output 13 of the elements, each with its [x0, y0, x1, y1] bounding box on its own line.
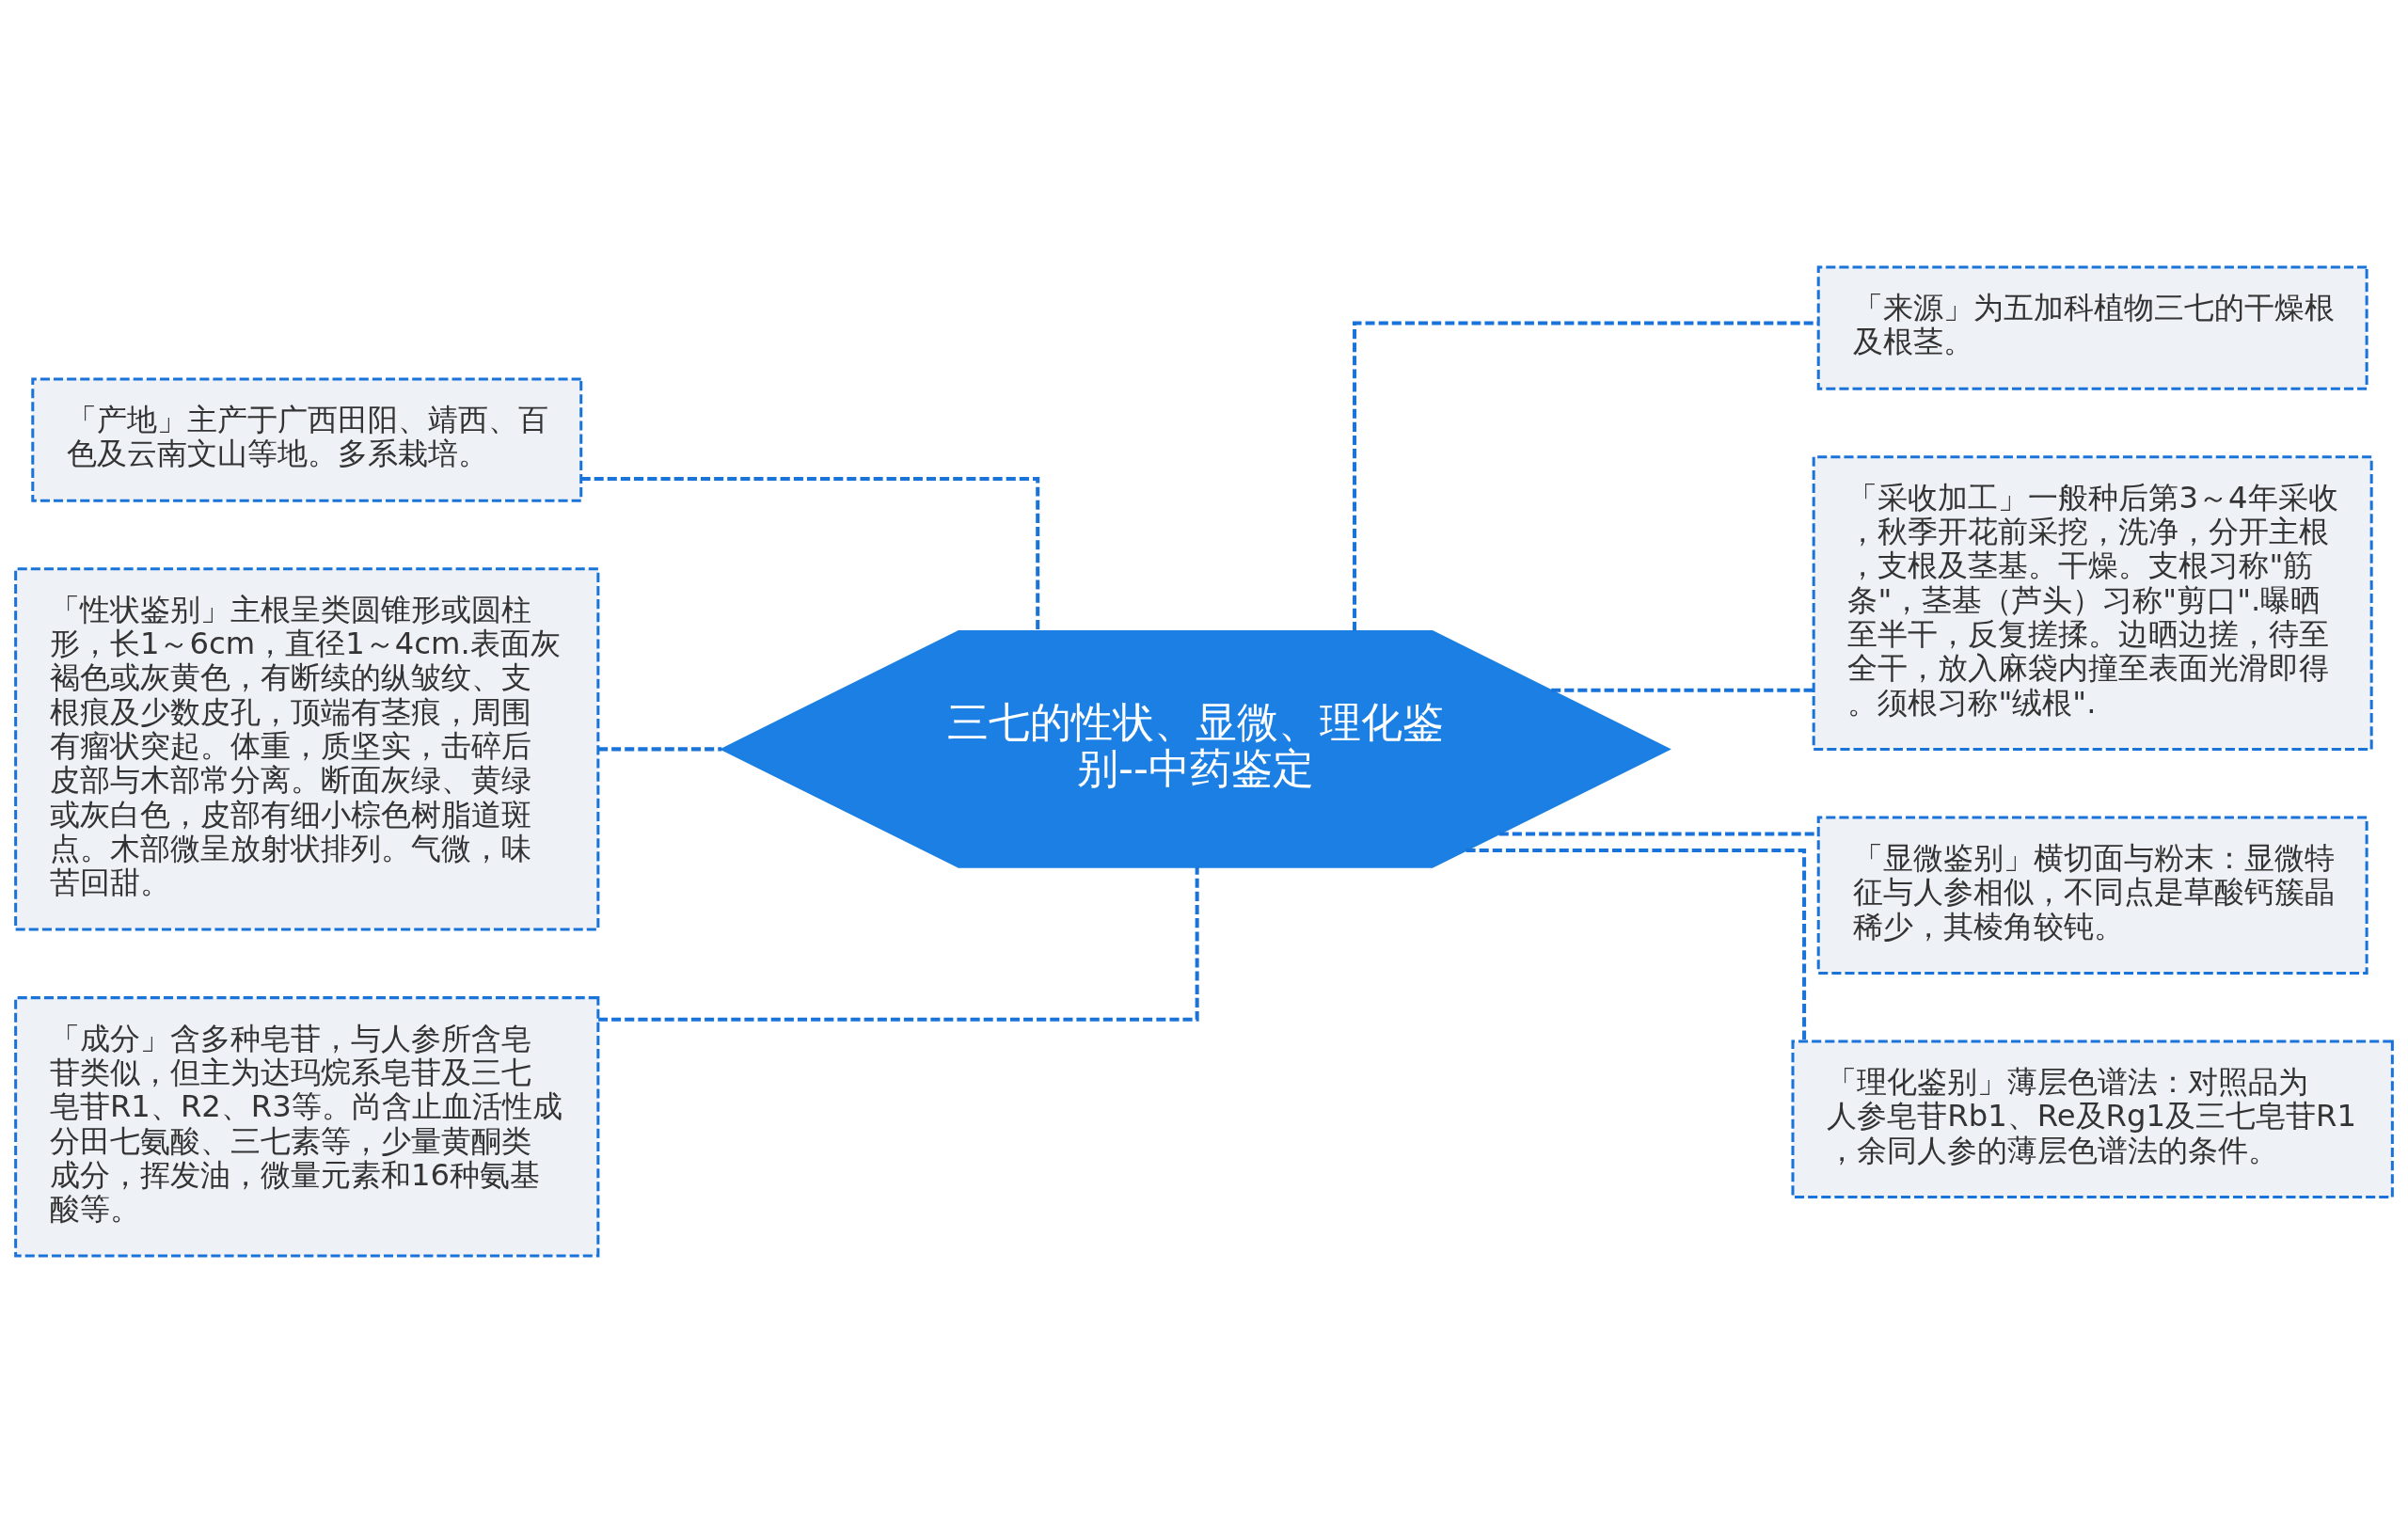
node-box: 「成分」含多种皂苷，与人参所含皂苷类似，但主为达玛烷系皂苷及三七皂苷R1、R2、R3等。尚含止血活性成分田七氨酸、三七素等，少量黄酮类成分，挥发油，微量元素和16种氨基酸等。 [14, 996, 600, 1258]
connector [1353, 321, 1819, 631]
node-box: 「性状鉴别」主根呈类圆锥形或圆柱形，长1～6cm，直径1～4cm.表面灰褐色或灰黄色，有断续的纵皱纹、支根痕及少数皮孔，顶端有茎痕，周围有瘤状突起。体重，质坚实，击碎后皮部与木部常分离。断面灰绿、黄绿或灰白色，皮部有细小棕色树脂道斑点。木部微呈放射状排列。气微，味苦回甜。 [14, 567, 600, 931]
connector [598, 747, 722, 752]
connector [1551, 688, 1814, 692]
connector [580, 476, 1040, 632]
connector [598, 866, 1199, 1022]
node-box: 「产地」主产于广西田阳、靖西、百色及云南文山等地。多系栽培。 [31, 377, 583, 502]
node-box: 「来源」为五加科植物三七的干燥根及根茎。 [1816, 265, 2368, 390]
connector [1465, 849, 1807, 1041]
node-box: 「采收加工」一般种后第3～4年采收，秋季开花前采挖，洗净，分开主根，支根及茎基。干燥。支根习称"筋条"，茎基（芦头）习称"剪口".曝晒至半干，反复搓揉。边晒边搓，待至全干，放入麻袋内撞至表面光滑即得。须根习称"绒根". [1812, 455, 2373, 751]
node-box: 「显微鉴别」横切面与粉末：显微特征与人参相似，不同点是草酸钙簇晶稀少，其棱角较钝。 [1816, 816, 2368, 975]
node-box: 「理化鉴别」薄层色谱法：对照品为人参皂苷Rb1、Re及Rg1及三七皂苷R1，余同人参的薄层色谱法的条件。 [1791, 1039, 2394, 1198]
